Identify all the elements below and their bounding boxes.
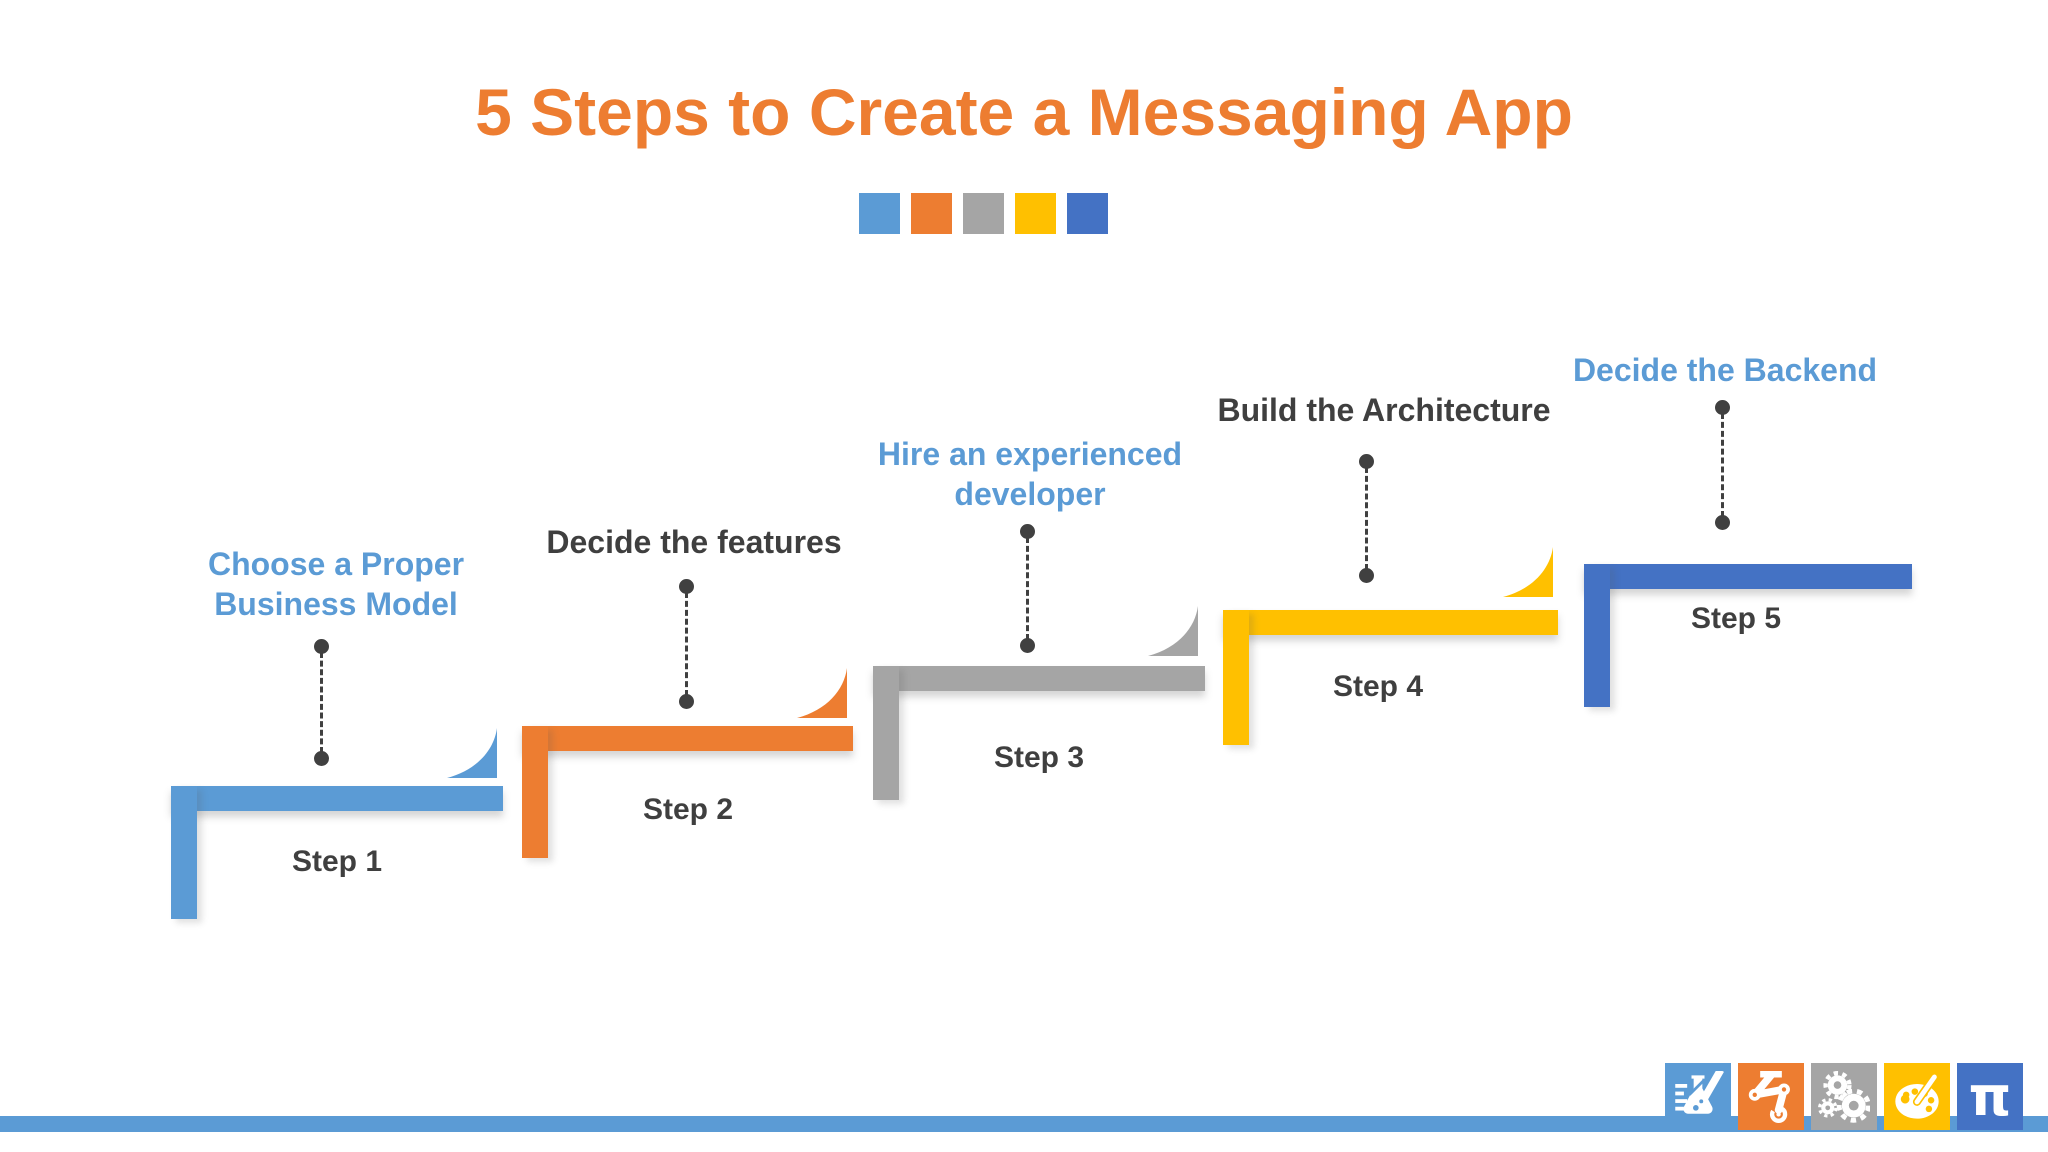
step-3-bar-vertical <box>873 666 899 800</box>
step-5-bar-vertical <box>1584 564 1610 707</box>
growth-curve-icon <box>1148 606 1198 656</box>
step-4-connector <box>1359 454 1374 583</box>
logo-tile-science <box>1665 1063 1731 1130</box>
paint-palette-icon <box>1895 1072 1939 1119</box>
step-2-description: Decide the features <box>546 524 842 560</box>
step-1-bar-horizontal <box>171 786 503 811</box>
step-4-bar-horizontal <box>1223 610 1558 635</box>
step-4-description: Build the Architecture <box>1217 392 1551 428</box>
gears-icon <box>1818 1070 1870 1123</box>
growth-curve-icon <box>797 668 847 718</box>
logo-tile-engineering <box>1811 1063 1877 1130</box>
footer-accent-bar <box>0 1116 2048 1132</box>
page-title: 5 Steps to Create a Messaging App <box>475 75 1573 149</box>
step-2-connector <box>679 579 694 709</box>
legend-square <box>963 193 1004 234</box>
logo-tile-math: π <box>1957 1063 2023 1130</box>
color-legend <box>859 193 1108 234</box>
step-5-connector <box>1715 400 1730 530</box>
step-5-description: Decide the Backend <box>1572 352 1878 388</box>
robot-arm-icon <box>1748 1070 1790 1123</box>
logo-tile-art <box>1884 1063 1950 1130</box>
legend-square <box>1015 193 1056 234</box>
logo-tile-robotics <box>1738 1063 1804 1130</box>
step-3-connector <box>1020 524 1035 653</box>
step-4-bar-vertical <box>1223 610 1249 745</box>
step-5-label: Step 5 <box>1690 602 1782 635</box>
step-2-bar-horizontal <box>522 726 853 751</box>
brand-logo: π <box>1665 1063 2023 1130</box>
science-flask-icon <box>1675 1070 1724 1114</box>
step-3-description: Hire an experienced developer <box>877 436 1183 512</box>
step-2-bar-vertical <box>522 726 548 858</box>
step-5-bar-horizontal <box>1584 564 1912 589</box>
step-3-bar-horizontal <box>873 666 1205 691</box>
step-4-label: Step 4 <box>1332 670 1424 703</box>
legend-square <box>1067 193 1108 234</box>
growth-curve-icon <box>447 728 497 778</box>
legend-square <box>911 193 952 234</box>
step-1-description: Choose a Proper Business Model <box>207 546 465 622</box>
step-2-label: Step 2 <box>642 793 734 826</box>
step-3-label: Step 3 <box>993 741 1085 774</box>
step-1-bar-vertical <box>171 786 197 919</box>
pi-symbol-icon: π <box>1968 1064 2012 1128</box>
legend-square <box>859 193 900 234</box>
step-1-label: Step 1 <box>291 845 383 878</box>
step-1-connector <box>314 639 329 766</box>
growth-curve-icon <box>1503 547 1553 597</box>
